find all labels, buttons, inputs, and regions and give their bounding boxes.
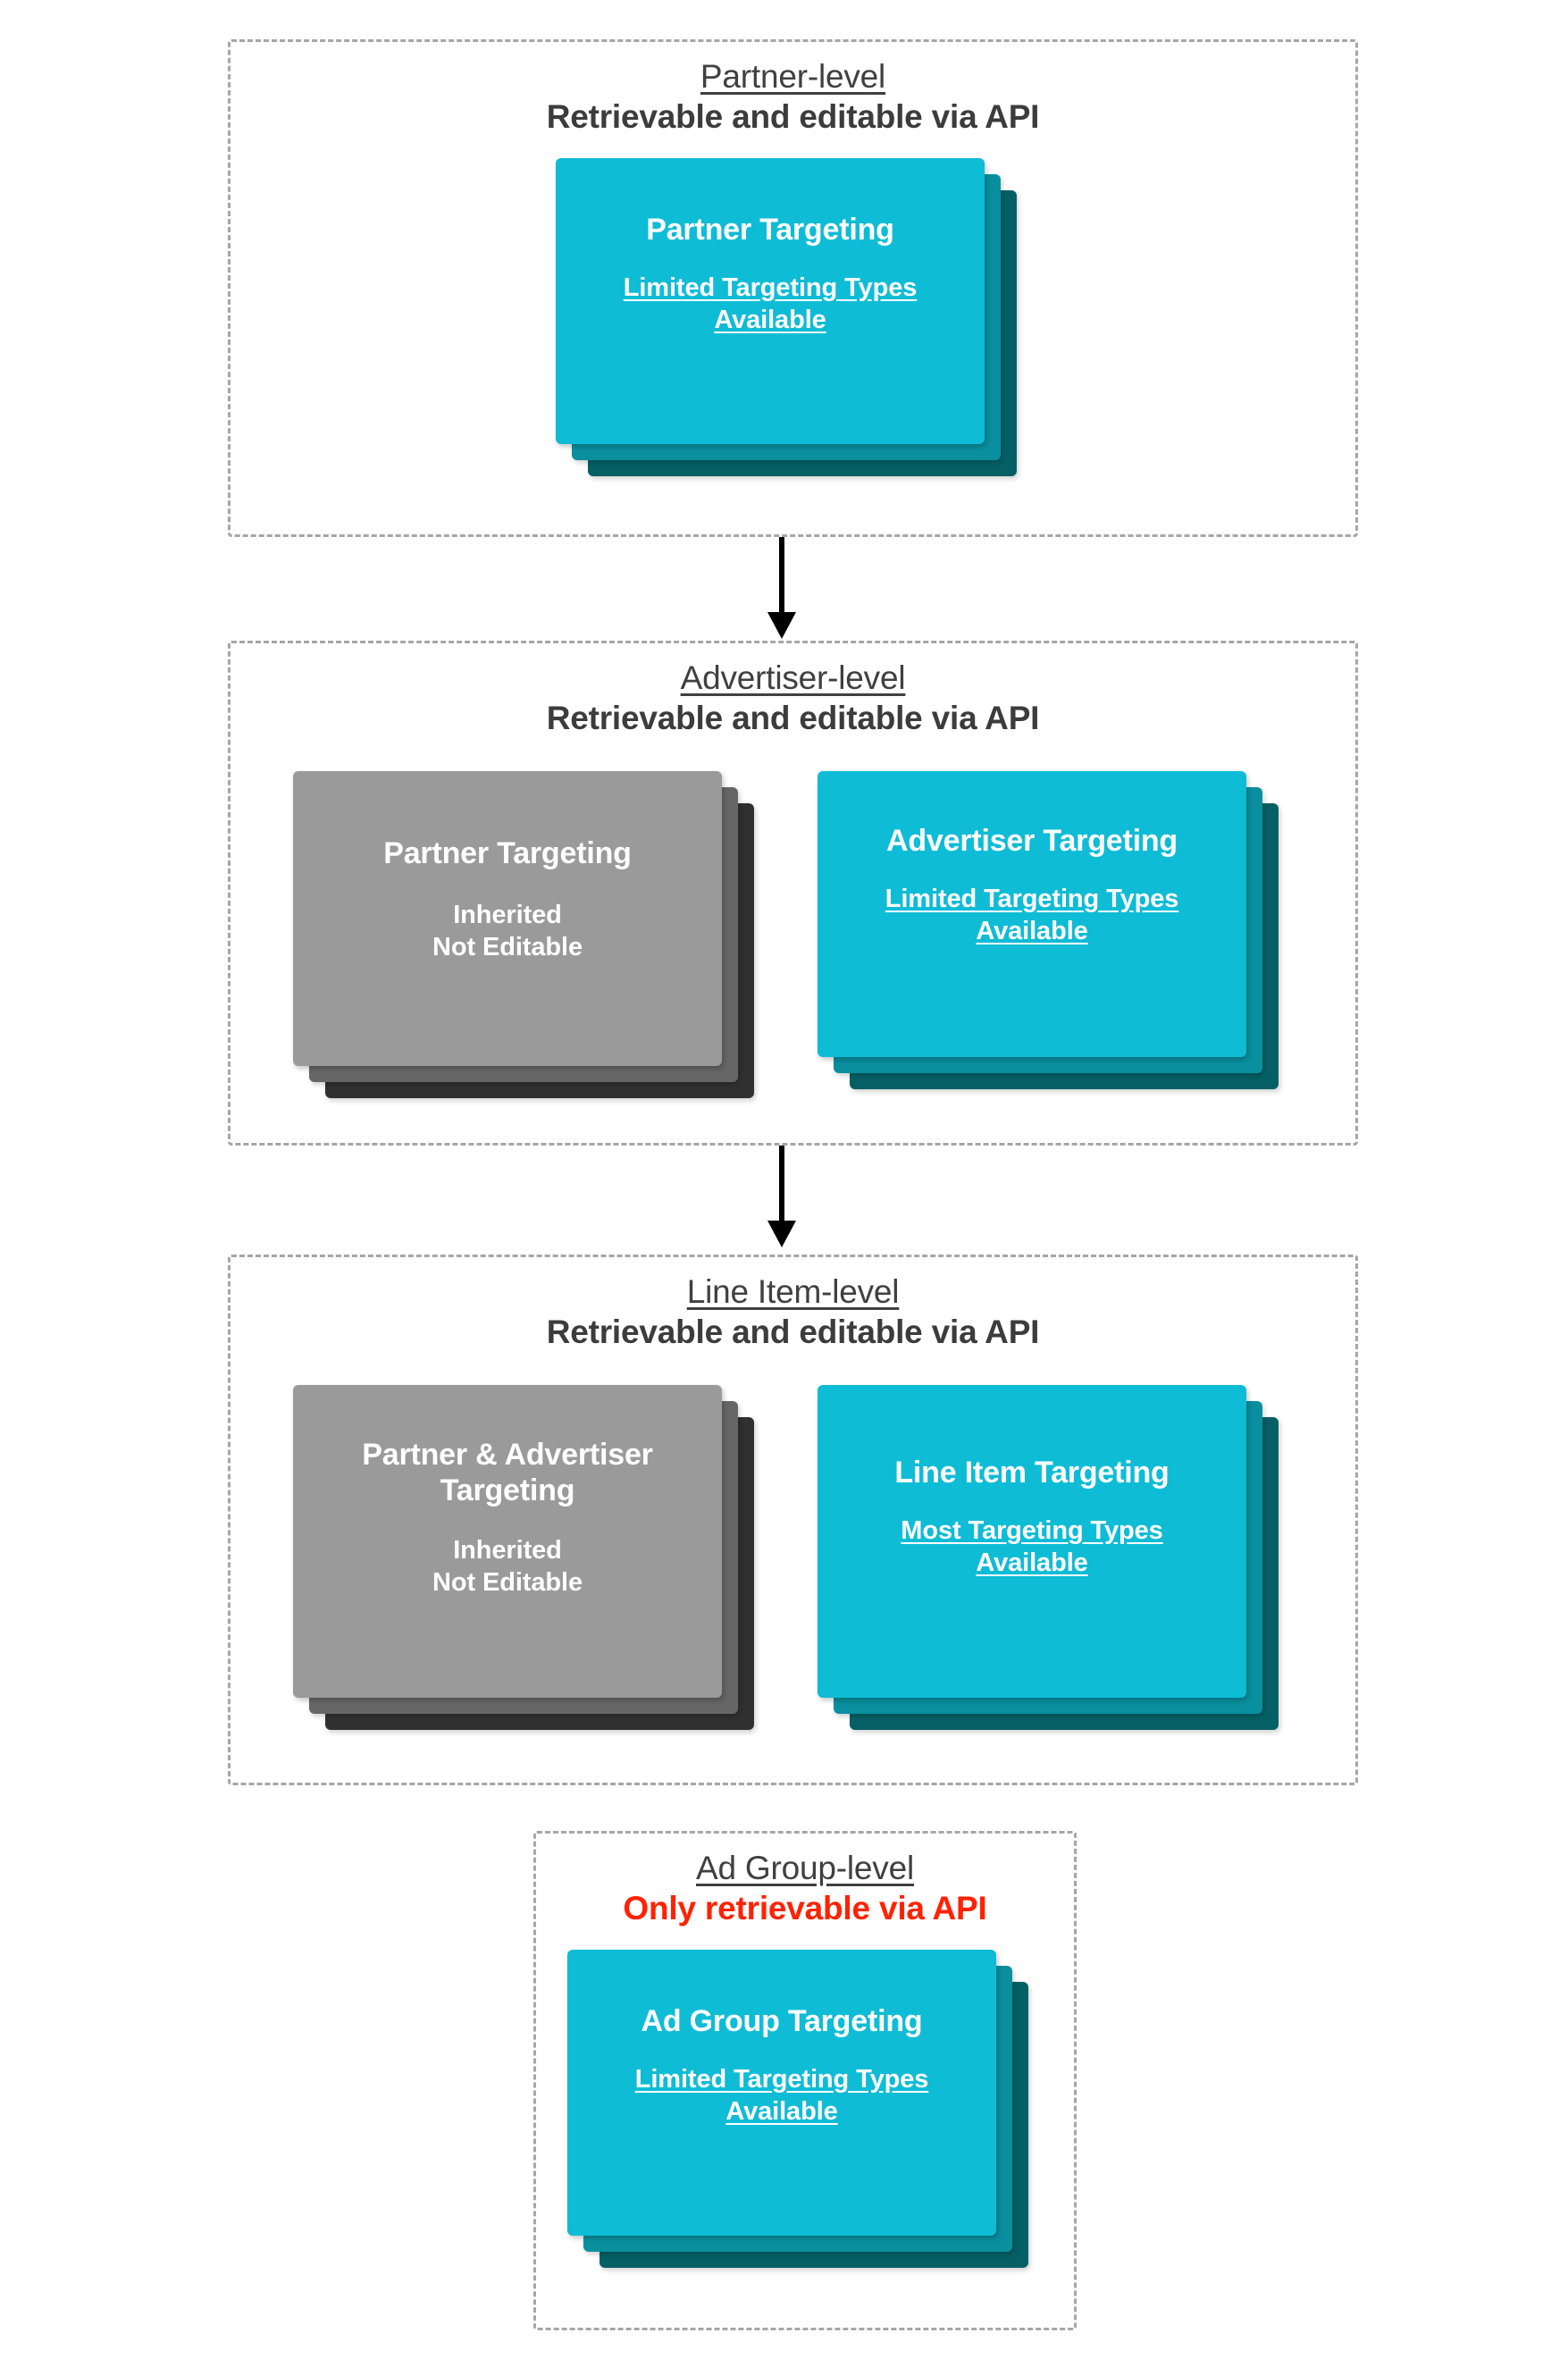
card-stack-partner-targeting[interactable]: Partner Targeting Limited Targeting Type… <box>556 158 1034 480</box>
card-subtitle: Limited Targeting Types Available <box>885 885 1179 946</box>
level-box-ad-group: Ad Group-level Only retrievable via API … <box>533 1831 1077 2330</box>
card-subtitle: Limited Targeting Types Available <box>623 273 918 335</box>
card-line-item-inherited[interactable]: Partner & Advertiser Targeting Inherited… <box>293 1385 722 1698</box>
card-stack-line-item-targeting[interactable]: Line Item Targeting Most Targeting Types… <box>818 1385 1295 1742</box>
level-header-advertiser: Advertiser-level Retrievable and editabl… <box>231 659 1355 737</box>
level-name-ad-group: Ad Group-level <box>696 1850 914 1886</box>
card-stack-ad-group-targeting[interactable]: Ad Group Targeting Limited Targeting Typ… <box>567 1950 1045 2271</box>
level-name-advertiser: Advertiser-level <box>680 659 906 696</box>
level-box-advertiser: Advertiser-level Retrievable and editabl… <box>228 641 1358 1146</box>
level-status-partner: Retrievable and editable via API <box>546 98 1040 136</box>
level-name-line-item: Line Item-level <box>686 1273 900 1310</box>
card-line-item-targeting[interactable]: Line Item Targeting Most Targeting Types… <box>818 1385 1246 1698</box>
card-partner-targeting[interactable]: Partner Targeting Limited Targeting Type… <box>556 158 985 444</box>
card-title: Advertiser Targeting <box>885 824 1178 858</box>
connector-partner-to-advertiser <box>767 537 796 639</box>
level-box-line-item: Line Item-level Retrievable and editable… <box>228 1255 1358 1785</box>
card-title: Line Item Targeting <box>894 1456 1170 1490</box>
level-status-advertiser: Retrievable and editable via API <box>546 700 1040 737</box>
card-title: Ad Group Targeting <box>641 2004 923 2038</box>
card-stack-advertiser-inherited-partner[interactable]: Partner Targeting Inherited Not Editable <box>293 771 771 1102</box>
connector-advertiser-to-line-item <box>767 1146 796 1247</box>
card-advertiser-targeting[interactable]: Advertiser Targeting Limited Targeting T… <box>818 771 1246 1057</box>
card-subtitle: Most Targeting Types Available <box>901 1516 1163 1578</box>
level-header-line-item: Line Item-level Retrievable and editable… <box>231 1273 1355 1351</box>
card-ad-group-targeting[interactable]: Ad Group Targeting Limited Targeting Typ… <box>567 1950 996 2236</box>
level-header-partner: Partner-level Retrievable and editable v… <box>231 58 1355 136</box>
level-header-ad-group: Ad Group-level Only retrievable via API <box>536 1850 1074 1927</box>
level-name-partner: Partner-level <box>700 58 886 95</box>
card-title: Partner & Advertiser Targeting <box>362 1438 653 1508</box>
card-stack-advertiser-targeting[interactable]: Advertiser Targeting Limited Targeting T… <box>818 771 1295 1102</box>
level-status-ad-group: Only retrievable via API <box>623 1890 987 1927</box>
level-box-partner: Partner-level Retrievable and editable v… <box>228 39 1358 537</box>
card-subtitle: Inherited Not Editable <box>432 1536 583 1598</box>
card-stack-line-item-inherited[interactable]: Partner & Advertiser Targeting Inherited… <box>293 1385 771 1742</box>
card-advertiser-inherited-partner[interactable]: Partner Targeting Inherited Not Editable <box>293 771 722 1066</box>
level-status-line-item: Retrievable and editable via API <box>546 1314 1040 1351</box>
card-subtitle: Limited Targeting Types Available <box>634 2065 929 2127</box>
card-title: Partner Targeting <box>646 213 894 247</box>
card-subtitle: Inherited Not Editable <box>432 901 583 962</box>
card-title: Partner Targeting <box>383 836 632 870</box>
